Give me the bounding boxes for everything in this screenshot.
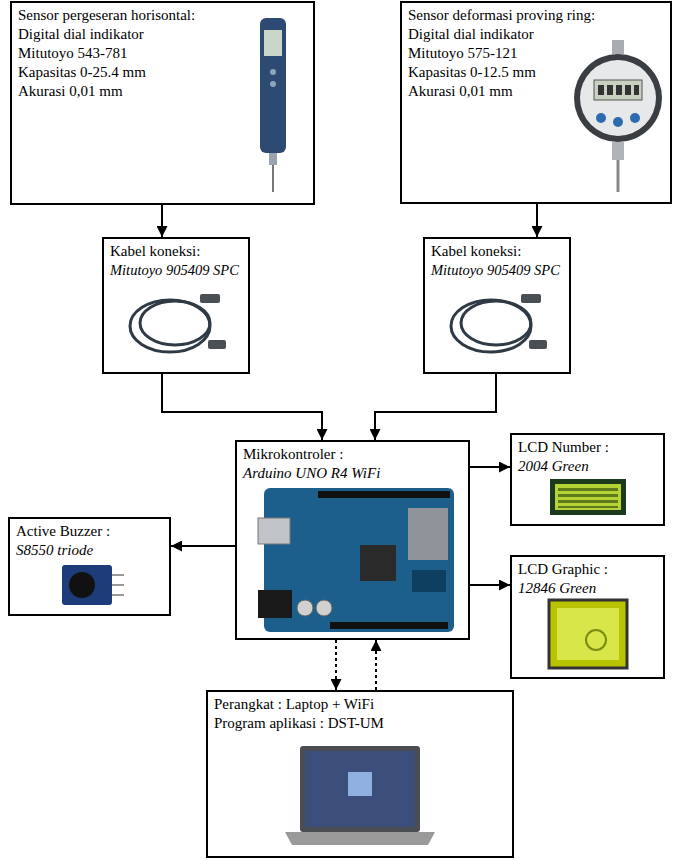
box-text: Mitutoyo 543-781 <box>18 44 307 63</box>
lcd-frame <box>550 479 626 515</box>
box-text: Digital dial indikator <box>18 25 307 44</box>
wireless-link-arrow <box>335 640 337 690</box>
box-text: Mitutoyo 905409 SPC <box>431 261 563 280</box>
box-heading: Mikrokontroler : <box>243 445 462 464</box>
box-heading: LCD Graphic : <box>518 560 657 579</box>
wireless-link-arrow <box>375 640 377 690</box>
component-box: Kabel koneksi:Mitutoyo 905409 SPC <box>102 237 250 374</box>
buzzer-board <box>62 565 112 605</box>
cable-plug <box>200 294 220 303</box>
component-box: Kabel koneksi:Mitutoyo 905409 SPC <box>423 237 571 374</box>
box-heading: Sensor pergeseran horisontal: <box>18 6 307 25</box>
dial-stem <box>612 142 624 160</box>
box-text: Digital dial indikator <box>408 25 664 44</box>
buzzer-cylinder <box>69 572 95 598</box>
display-digit <box>634 85 639 95</box>
gauge-display <box>264 30 282 56</box>
component-box: Sensor deformasi proving ring:Digital di… <box>400 1 672 204</box>
display-digit <box>625 85 631 95</box>
component-box: Perangkat : Laptop + WiFiProgram aplikas… <box>206 690 514 858</box>
pin-header <box>330 622 448 629</box>
lcd-row <box>558 506 618 508</box>
glcd-screen <box>557 608 619 660</box>
box-text: Mitutoyo 905409 SPC <box>110 261 242 280</box>
lcd-row <box>558 494 618 497</box>
dial-button <box>630 113 640 123</box>
cable-coil <box>461 301 531 345</box>
buzzer-pin <box>112 594 124 596</box>
box-text: S8550 triode <box>16 541 163 560</box>
laptop-screen <box>305 751 415 827</box>
box-heading: Kabel koneksi: <box>431 242 563 261</box>
gauge-button <box>270 81 276 87</box>
dial-body <box>574 54 662 142</box>
cable-coil <box>130 300 210 352</box>
lcd-screen <box>555 484 621 510</box>
box-text: Akurasi 0,01 mm <box>18 82 307 101</box>
dial-button <box>596 113 606 123</box>
cable-plug <box>529 340 547 349</box>
led-matrix <box>412 570 446 592</box>
component-box: LCD Number :2004 Green <box>510 433 665 526</box>
box-text: Arduino UNO R4 WiFi <box>243 464 462 483</box>
component-box: Active Buzzer :S8550 triode <box>8 517 171 616</box>
dial-button <box>613 117 623 127</box>
connection-arrow <box>375 374 496 440</box>
capacitor <box>297 600 313 616</box>
cable-coil <box>451 300 531 352</box>
connection-arrow <box>162 374 322 440</box>
box-heading: Active Buzzer : <box>16 522 163 541</box>
lcd-row <box>558 488 618 491</box>
box-text: Mitutoyo 575-121 <box>408 44 664 63</box>
gauge-spindle <box>272 165 274 192</box>
connection-arrow <box>470 584 510 586</box>
glcd-frame <box>549 600 627 668</box>
box-text: Akurasi 0,01 mm <box>408 82 664 101</box>
box-text: 12846 Green <box>518 579 657 598</box>
cable-plug <box>521 294 541 303</box>
mcu-chip <box>360 545 396 581</box>
dial-face <box>580 60 656 136</box>
capacitor <box>316 600 332 616</box>
connection-arrow <box>536 204 538 237</box>
box-heading: LCD Number : <box>518 438 657 457</box>
glcd-figure <box>586 630 606 650</box>
lcd-row <box>558 500 618 503</box>
component-box: Mikrokontroler :Arduino UNO R4 WiFi <box>235 440 470 640</box>
box-text: 2004 Green <box>518 457 657 476</box>
power-jack <box>258 590 292 618</box>
buzzer-pin <box>112 574 124 576</box>
box-text: Kapasitas 0-25.4 mm <box>18 63 307 82</box>
pin-header <box>318 491 450 498</box>
dial-cap <box>612 40 624 54</box>
component-box: LCD Graphic :12846 Green <box>510 555 665 679</box>
laptop-bezel <box>300 746 420 832</box>
box-heading: Sensor deformasi proving ring: <box>408 6 664 25</box>
display-digit <box>598 85 604 95</box>
wifi-module <box>408 508 448 560</box>
box-text: Kapasitas 0-12.5 mm <box>408 63 664 82</box>
connection-arrow <box>161 205 163 237</box>
laptop-logo <box>348 772 372 796</box>
gauge-body <box>260 18 286 153</box>
gauge-stem-collar <box>269 153 277 165</box>
cable-plug <box>208 340 226 349</box>
box-heading: Kabel koneksi: <box>110 242 242 261</box>
buzzer-pin <box>112 584 124 586</box>
box-text: Program aplikasi : DST-UM <box>214 714 506 733</box>
connection-arrow <box>171 545 235 547</box>
laptop-base <box>285 832 435 845</box>
component-box: Sensor pergeseran horisontal:Digital dia… <box>10 1 315 205</box>
display-digit <box>616 85 622 95</box>
box-heading: Perangkat : Laptop + WiFi <box>214 695 506 714</box>
gauge-button <box>270 69 276 75</box>
dial-display <box>594 80 642 100</box>
cable-coil <box>140 301 210 345</box>
display-digit <box>607 85 613 95</box>
dial-spindle <box>617 160 620 192</box>
arduino-board <box>264 488 454 632</box>
usb-connector <box>258 518 290 544</box>
connection-arrow <box>470 466 510 468</box>
